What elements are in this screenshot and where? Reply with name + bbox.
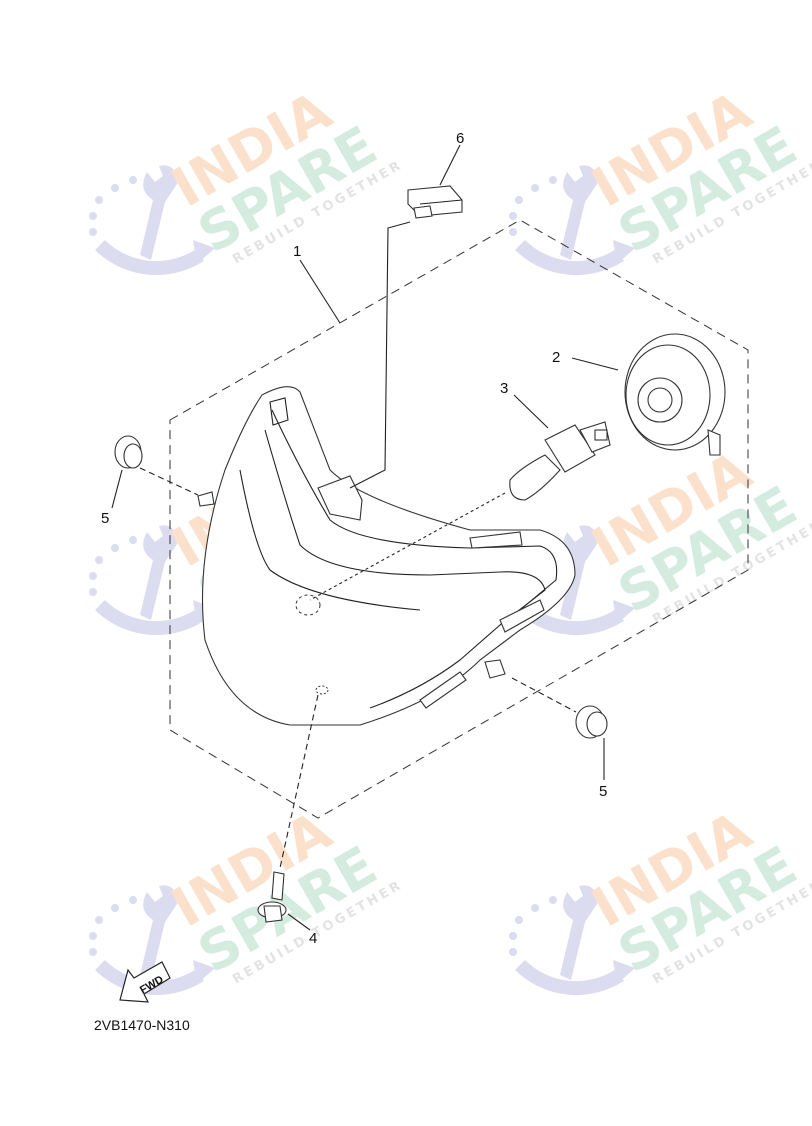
callout-4: 4 — [309, 930, 317, 947]
bulb-cover[interactable] — [624, 333, 726, 456]
grommet-right[interactable] — [575, 705, 608, 739]
callout-5-right: 5 — [599, 783, 607, 800]
diagram-code: 2VB1470-N310 — [94, 1017, 190, 1033]
halogen-bulb[interactable] — [509, 421, 611, 501]
connector-clip[interactable] — [407, 185, 463, 219]
headlight-housing[interactable] — [197, 386, 576, 726]
callout-5-left: 5 — [101, 510, 109, 527]
callout-3: 3 — [500, 380, 508, 397]
callout-1: 1 — [293, 243, 301, 260]
assembly-boundary — [169, 219, 749, 819]
leader-lines — [111, 144, 619, 931]
grommet-left[interactable] — [114, 435, 143, 469]
callout-2: 2 — [552, 349, 560, 366]
callout-6: 6 — [456, 130, 464, 147]
mounting-bolt[interactable] — [257, 871, 287, 923]
